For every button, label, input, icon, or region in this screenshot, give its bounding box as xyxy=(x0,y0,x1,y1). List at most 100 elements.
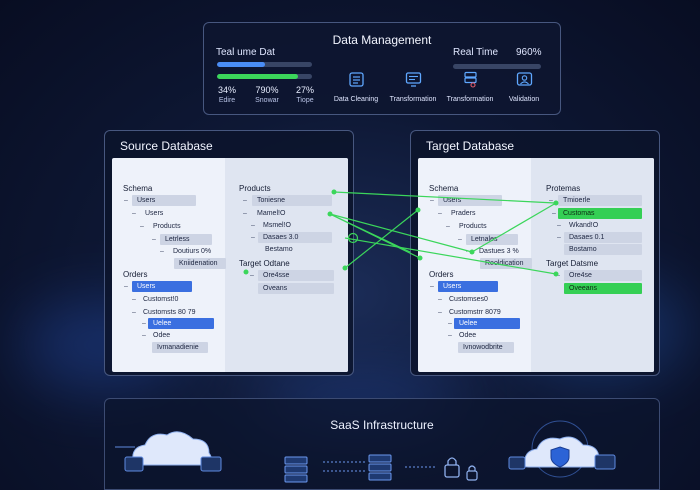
connector-node xyxy=(415,207,421,213)
transform-icon xyxy=(405,72,421,87)
tree-row[interactable]: Ivnowodbrite xyxy=(458,342,514,353)
tree-row[interactable]: Users xyxy=(145,210,164,217)
products-label: Protemas xyxy=(546,184,581,193)
products-label: Products xyxy=(239,184,271,193)
tree-row[interactable]: Customses0 xyxy=(449,296,488,303)
tree-row[interactable]: Customsts 80 79 xyxy=(143,309,196,316)
tree-row[interactable]: Reoldication xyxy=(480,258,532,269)
tree-row[interactable]: Wkand!O xyxy=(569,222,599,229)
junction-node xyxy=(347,232,359,244)
connector-node xyxy=(553,200,559,206)
server-icon xyxy=(284,456,308,483)
connector-line xyxy=(329,213,411,253)
panel-title: Data Management xyxy=(332,33,432,47)
tree-row-selected[interactable]: Uelee xyxy=(454,318,520,329)
target-database-panel: Target Database Schema – Users – Praders… xyxy=(410,130,660,376)
metric-1: 34% Edire xyxy=(212,85,242,104)
target-tree: Schema – Users – Praders – Products – Le… xyxy=(418,158,654,372)
progress-fill-b xyxy=(217,74,298,79)
tool-validation[interactable]: Validation xyxy=(496,71,552,103)
cloud-icon xyxy=(115,431,222,472)
tree-row[interactable]: Msmel!O xyxy=(263,222,291,229)
right-stat-label: Real Time xyxy=(453,47,499,58)
tool-label: Transformation xyxy=(389,96,437,103)
data-management-panel: Data Management Teal ume Dat Real Time 9… xyxy=(203,22,561,115)
tree-row[interactable]: Praders xyxy=(451,210,476,217)
metric-value: 34% xyxy=(217,85,236,95)
tree-row-selected[interactable]: Users xyxy=(438,281,498,292)
tree-row[interactable]: Dastues 3 % xyxy=(479,248,519,255)
tree-row[interactable]: Odee xyxy=(153,332,171,339)
cloud-shield-icon xyxy=(508,420,616,478)
tree-row-selected[interactable]: Uelee xyxy=(148,318,214,329)
server-icon xyxy=(368,454,392,481)
tree-row[interactable]: Ore4sse xyxy=(258,270,334,281)
metric-value: 790% xyxy=(255,85,279,95)
schema-label: Schema xyxy=(429,184,459,193)
connector-node xyxy=(417,255,423,261)
tree-row[interactable]: Users xyxy=(438,195,502,206)
tree-row[interactable]: Letrless xyxy=(160,234,212,245)
tree-row-mapped[interactable]: Oveeans xyxy=(564,283,642,294)
tree-row[interactable]: Products xyxy=(153,223,181,230)
server-transform-icon xyxy=(463,71,477,88)
tool-label: Data Cleaning xyxy=(333,96,379,103)
lock-icon xyxy=(466,465,478,481)
tree-row[interactable]: Bestamo xyxy=(265,246,293,253)
tree-row[interactable]: Odee xyxy=(459,332,477,339)
progress-bar-a xyxy=(217,62,312,67)
tree-row[interactable]: Users xyxy=(132,195,196,206)
connector-node xyxy=(469,249,475,255)
tree-row[interactable]: Ivmanadienie xyxy=(152,342,208,353)
tool-transformation-1[interactable]: Transformation xyxy=(385,71,441,103)
tree-row[interactable]: Customst!0 xyxy=(143,296,179,303)
connector-line xyxy=(471,202,557,253)
tree-row[interactable]: Tmioerle xyxy=(558,195,642,206)
connector-node xyxy=(331,189,337,195)
metric-label: Edire xyxy=(218,97,236,104)
tree-row-selected[interactable]: Users xyxy=(132,281,192,292)
tree-row[interactable]: Doutiurs 0% xyxy=(173,248,212,255)
connector-node xyxy=(243,269,249,275)
orders-label: Orders xyxy=(429,270,454,279)
panel-title: SaaS Infrastructure xyxy=(330,418,434,432)
mapping-column xyxy=(531,158,654,372)
orders-label: Orders xyxy=(123,270,148,279)
target-label: Target Datsme xyxy=(546,259,599,268)
saas-infrastructure-panel: SaaS Infrastructure xyxy=(104,398,660,490)
panel-title: Source Database xyxy=(120,139,213,153)
connector-line xyxy=(329,213,473,253)
tree-row[interactable]: Dasaes 3.0 xyxy=(258,232,332,243)
tool-label: Transformation xyxy=(446,96,494,103)
connector-node xyxy=(327,211,333,217)
progress-fill-a xyxy=(217,62,265,67)
metric-label: Tiope xyxy=(296,97,314,104)
connector-line xyxy=(333,191,556,204)
progress-bar-b xyxy=(217,74,312,79)
tool-label: Validation xyxy=(508,96,540,103)
connector-line xyxy=(344,237,557,275)
tree-row[interactable]: Kniidenation xyxy=(174,258,226,269)
source-tree: Schema – Users – Users – Products – Letr… xyxy=(112,158,348,372)
lock-icon xyxy=(444,457,460,478)
tree-row[interactable]: Toniesne xyxy=(252,195,332,206)
tree-row[interactable]: Oveans xyxy=(258,283,334,294)
metric-3: 27% Tiope xyxy=(290,85,320,104)
tree-row-mapped[interactable]: Customas xyxy=(558,208,642,219)
right-stat-value: 960% xyxy=(516,47,542,58)
tree-row[interactable]: Bostamo xyxy=(564,244,642,255)
metric-value: 27% xyxy=(295,85,314,95)
source-database-panel: Source Database Schema – Users – Users –… xyxy=(104,130,354,376)
connector-node xyxy=(342,265,348,271)
schema-label: Schema xyxy=(123,184,153,193)
tool-data-cleaning[interactable]: Data Cleaning xyxy=(328,71,384,103)
tree-row[interactable]: Products xyxy=(459,223,487,230)
tool-transformation-2[interactable]: Transformation xyxy=(442,71,498,103)
tree-row[interactable]: Ore4se xyxy=(564,270,642,281)
tree-row[interactable]: Letnales xyxy=(466,234,518,245)
tree-row[interactable]: Mamel!O xyxy=(257,210,286,217)
tree-row[interactable]: Dasaes 0.1 xyxy=(564,232,642,243)
tree-row[interactable]: Customstrr 8079 xyxy=(449,309,501,316)
validation-icon xyxy=(516,72,532,86)
